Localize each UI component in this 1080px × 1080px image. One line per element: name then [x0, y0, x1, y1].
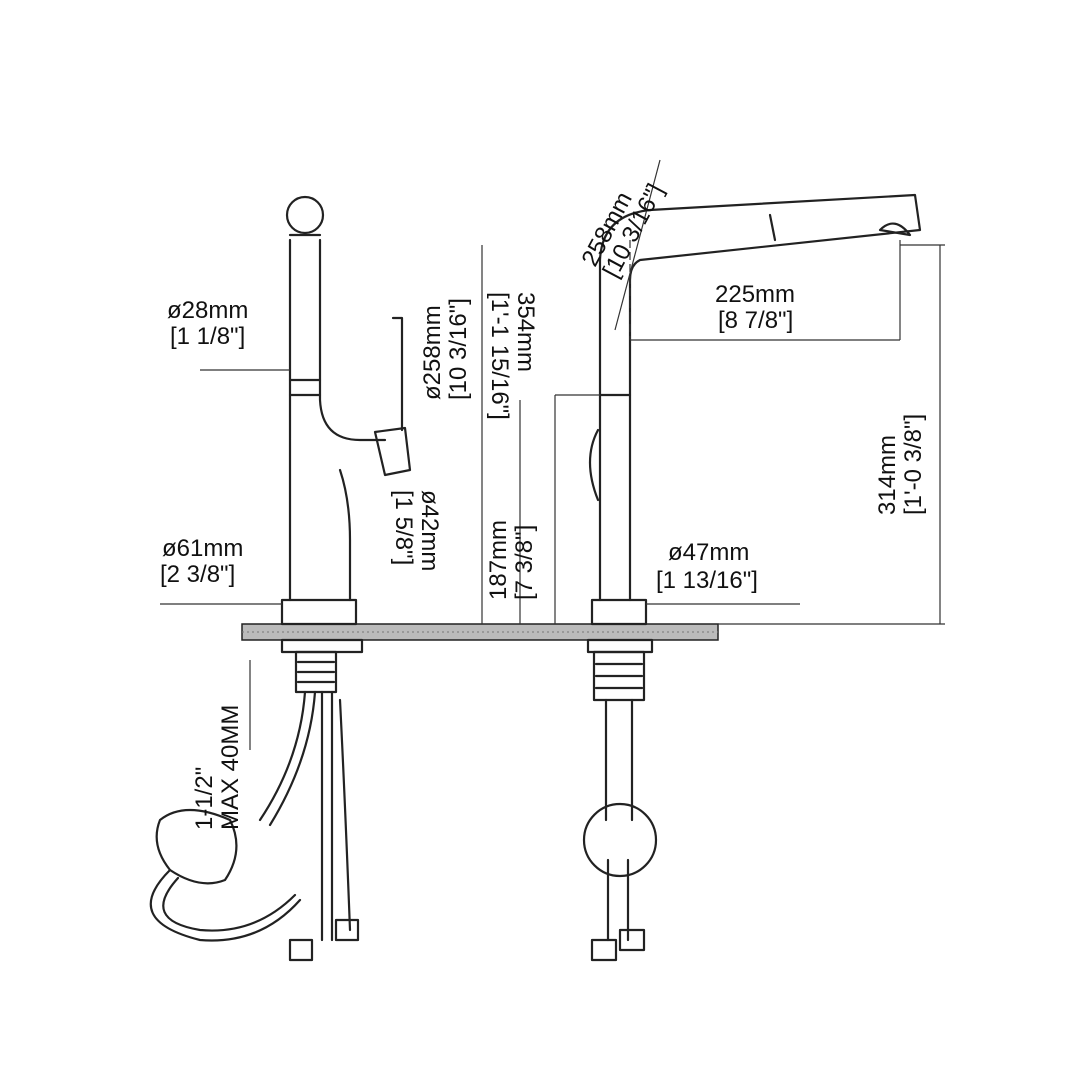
svg-text:1-1/2": 1-1/2" [191, 767, 218, 830]
svg-text:ø42mm: ø42mm [416, 490, 443, 571]
label-base-diameter: ø61mm [2 3/8"] [160, 535, 243, 588]
svg-text:[8 7/8"]: [8 7/8"] [718, 307, 793, 334]
svg-text:[1 5/8"]: [1 5/8"] [390, 490, 417, 565]
dimension-lines [160, 159, 945, 750]
svg-text:ø258mm: ø258mm [419, 305, 446, 400]
svg-text:[1 1/8"]: [1 1/8"] [170, 323, 245, 350]
svg-text:[1 13/16"]: [1 13/16"] [656, 567, 758, 594]
label-spout-height: 314mm [1'-0 3/8"] [874, 414, 927, 515]
svg-text:[10 3/16"]: [10 3/16"] [445, 298, 472, 400]
svg-text:[1'-1 15/16"]: [1'-1 15/16"] [486, 292, 513, 420]
svg-text:[2 3/8"]: [2 3/8"] [160, 561, 235, 588]
svg-text:MAX 40MM: MAX 40MM [217, 705, 244, 830]
countertop [241, 623, 719, 641]
svg-text:ø61mm: ø61mm [162, 535, 243, 562]
label-spout-reach: 225mm [8 7/8"] [715, 281, 795, 334]
svg-text:[1'-0 3/8"]: [1'-0 3/8"] [900, 414, 927, 515]
svg-text:ø28mm: ø28mm [167, 297, 248, 324]
label-deck-thickness: 1-1/2" MAX 40MM [191, 705, 244, 830]
label-total-height: 354mm [1'-1 15/16"] [486, 292, 539, 420]
label-handle-diameter: ø42mm [1 5/8"] [390, 490, 443, 571]
svg-text:314mm: 314mm [874, 435, 901, 515]
svg-text:187mm: 187mm [485, 520, 512, 600]
svg-text:[7 3/8"]: [7 3/8"] [511, 525, 538, 600]
left-faucet-front-view [149, 195, 412, 962]
label-spout-reach-diagonal: 258mm [10 3/16"] [576, 179, 669, 282]
dimension-labels: 258mm [10 3/16"] ø28mm [1 1/8"] ø258mm [… [160, 179, 927, 830]
label-body-diameter: ø47mm [1 13/16"] [656, 539, 758, 594]
svg-text:225mm: 225mm [715, 281, 795, 308]
label-swing-diameter: ø258mm [10 3/16"] [419, 298, 472, 400]
svg-text:354mm: 354mm [512, 292, 539, 372]
svg-text:ø47mm: ø47mm [668, 539, 749, 566]
label-handle-height: 187mm [7 3/8"] [485, 520, 538, 600]
label-spout-diameter: ø28mm [1 1/8"] [167, 297, 248, 350]
